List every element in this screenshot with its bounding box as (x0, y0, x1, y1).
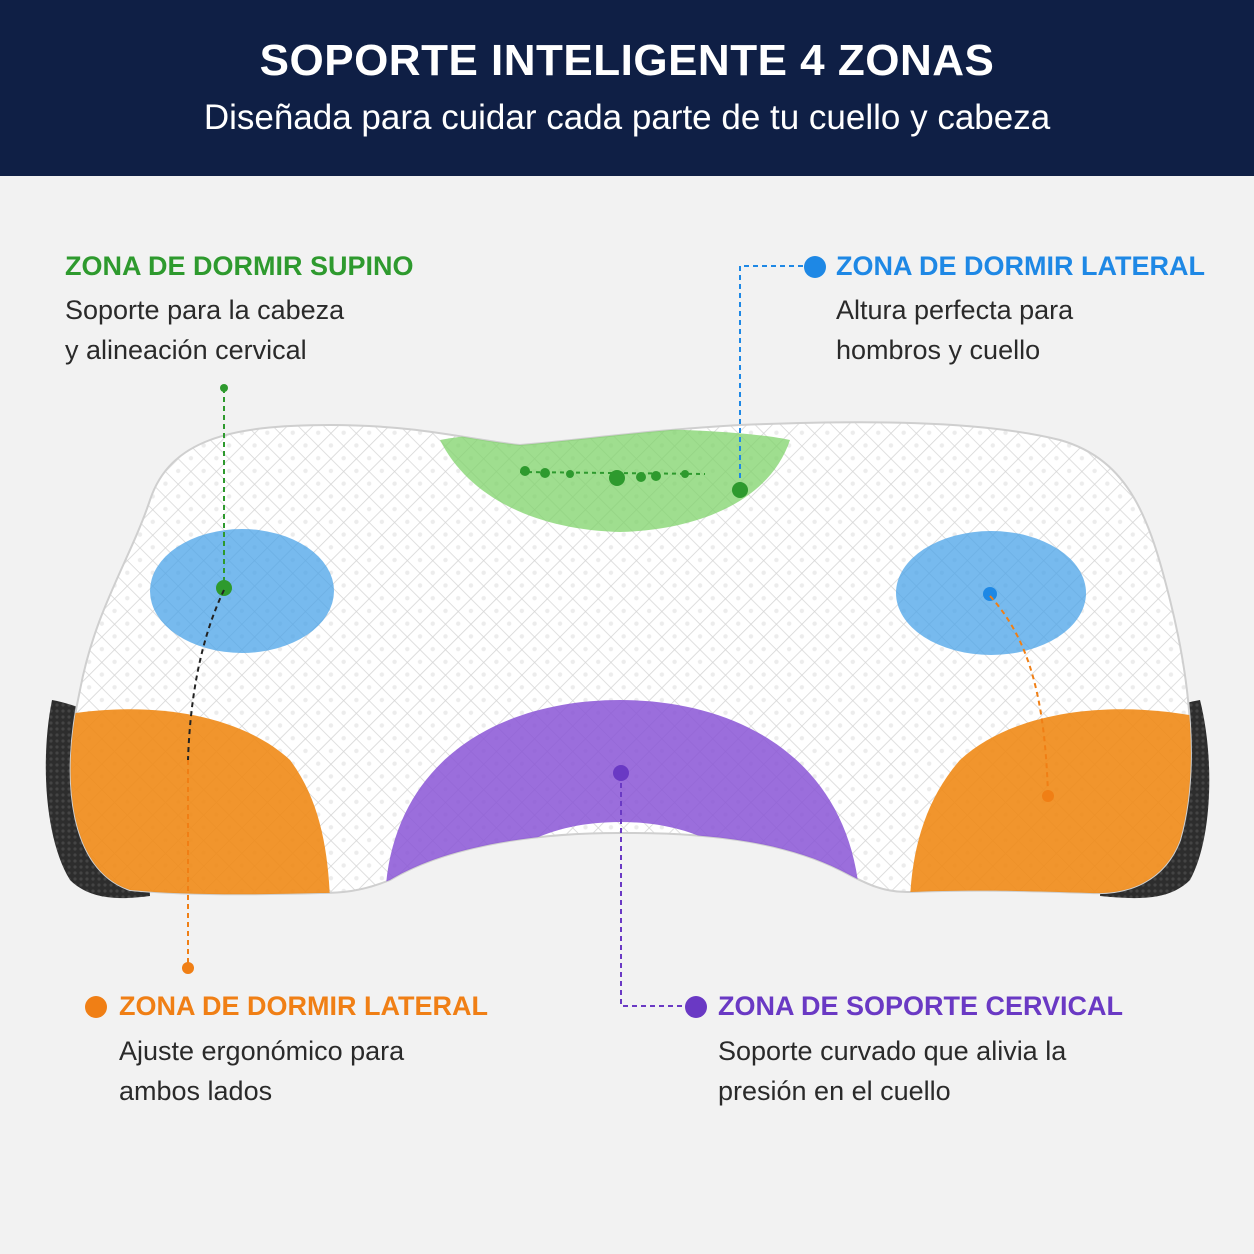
lateral-bottom-zone-line2: ambos lados (119, 1076, 273, 1106)
lateral-top-dot (804, 256, 826, 278)
lateral-bottom-zone-title: ZONA DE DORMIR LATERAL (119, 991, 488, 1021)
cervical-zone-description: Soporte curvado que alivia la presión en… (718, 1031, 1066, 1111)
lateral-bottom-zone-description: Ajuste ergonómico para ambos lados (119, 1031, 404, 1111)
lateral-zone-left-highlight (150, 529, 334, 653)
cervical-zone-title: ZONA DE SOPORTE CERVICAL (718, 991, 1124, 1021)
cervical-dot (685, 996, 707, 1018)
side-zone-right-highlight (910, 709, 1191, 895)
spine-marker (519, 466, 706, 486)
lateral-top-zone-line2: hombros y cuello (836, 335, 1041, 365)
cervical-zone-line2: presión en el cuello (718, 1076, 951, 1106)
lateral-top-leader (739, 265, 812, 488)
lateral-bottom-dot (85, 996, 107, 1018)
lateral-top-zone-description: Altura perfecta para hombros y cuello (836, 290, 1073, 370)
cervical-zone-line1: Soporte curvado que alivia la (718, 1036, 1067, 1066)
supine-zone-line2: y alineación cervical (65, 335, 307, 365)
side-zone-left-highlight (70, 709, 330, 895)
supine-zone-line1: Soporte para la cabeza (65, 295, 345, 325)
page-subtitle: Diseñada para cuidar cada parte de tu cu… (203, 98, 1051, 137)
left-dark-leader (187, 589, 225, 761)
header-banner: SOPORTE INTELIGENTE 4 ZONAS Diseñada par… (0, 0, 1254, 176)
supine-zone-description: Soporte para la cabeza y alineación cerv… (65, 290, 344, 370)
supine-zone-title: ZONA DE DORMIR SUPINO (65, 251, 414, 281)
page-title: SOPORTE INTELIGENTE 4 ZONAS (259, 36, 995, 85)
pillow-illustration (45, 265, 1210, 1007)
lateral-top-zone-line1: Altura perfecta para (836, 295, 1074, 325)
lateral-top-zone-title: ZONA DE DORMIR LATERAL (836, 251, 1205, 281)
lateral-right-leader (989, 595, 1049, 796)
lateral-bottom-zone-line1: Ajuste ergonómico para (119, 1036, 405, 1066)
